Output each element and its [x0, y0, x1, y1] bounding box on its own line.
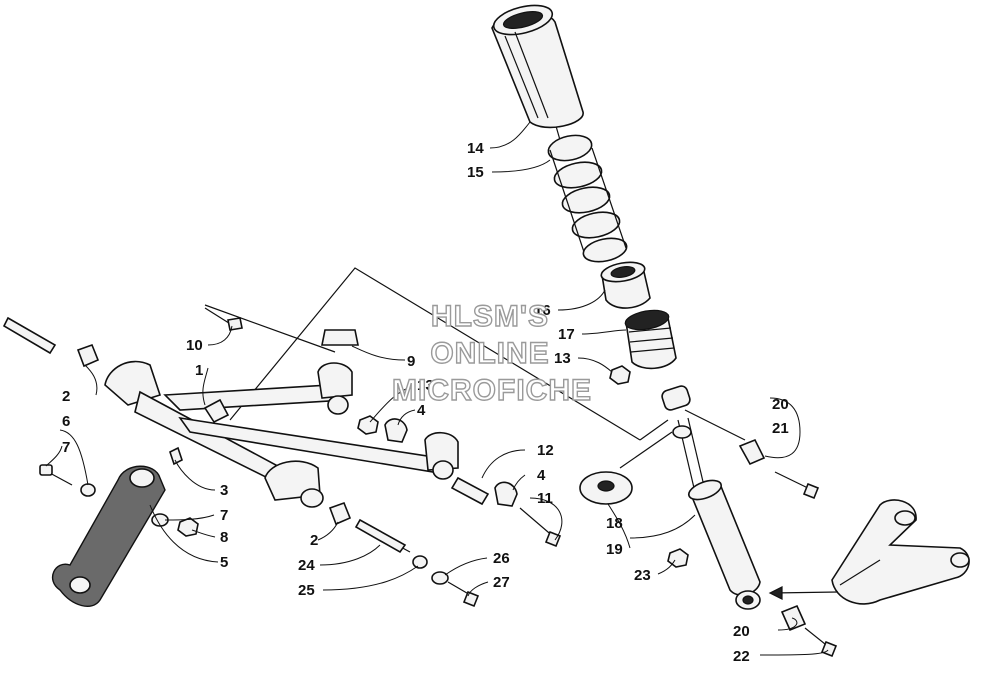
watermark-line-2: ONLINE — [430, 337, 549, 370]
leader-lines — [45, 121, 829, 656]
callout-25: 25 — [298, 582, 315, 599]
callout-6: 6 — [62, 413, 70, 430]
callout-3: 3 — [220, 482, 228, 499]
shock-cover-part — [491, 4, 584, 129]
link-arm-part — [51, 465, 166, 608]
callout-5: 5 — [220, 554, 228, 571]
adjuster-collar-part — [600, 261, 651, 309]
callout-10: 10 — [186, 337, 203, 354]
callout-11: 11 — [537, 490, 553, 507]
callout-14: 14 — [467, 140, 484, 157]
rod-parts — [2, 316, 490, 554]
callout-1: 1 — [195, 362, 203, 379]
callout-23: 23 — [634, 567, 651, 584]
spring-part — [547, 134, 628, 263]
watermark: HLSM'S ONLINE MICROFICHE — [391, 299, 592, 407]
bracket-arrow — [768, 586, 839, 600]
mounting-bracket-part — [831, 499, 970, 605]
callout-2-left: 2 — [62, 388, 70, 405]
callout-8: 8 — [220, 529, 228, 546]
left-hardware-parts — [39, 307, 562, 608]
watermark-line-3: MICROFICHE — [392, 374, 592, 407]
callout-labels: 14 15 16 17 13 18 19 23 20 21 20 22 1 10… — [62, 140, 789, 665]
callout-27: 27 — [493, 574, 510, 591]
callout-16: 16 — [534, 302, 551, 319]
callout-21: 21 — [772, 420, 789, 437]
callout-20-top: 20 — [772, 396, 789, 413]
callout-13-right: 13 — [554, 350, 571, 367]
callout-4-bottom: 4 — [537, 467, 546, 484]
callout-18: 18 — [606, 515, 623, 532]
callout-7-left: 7 — [62, 439, 70, 456]
callout-17: 17 — [558, 326, 575, 343]
bushing-parts — [76, 329, 518, 526]
callout-2-bottom: 2 — [310, 532, 318, 549]
callout-24: 24 — [298, 557, 315, 574]
callout-9: 9 — [407, 353, 415, 370]
callout-12: 12 — [537, 442, 554, 459]
callout-22: 22 — [733, 648, 750, 665]
callout-26: 26 — [493, 550, 510, 567]
callout-20-bottom: 20 — [733, 623, 750, 640]
bumper-part — [624, 309, 677, 370]
callout-13-left: 13 — [417, 377, 434, 394]
callout-15: 15 — [467, 164, 484, 181]
callout-4-top: 4 — [417, 402, 426, 419]
washer-part — [579, 471, 633, 505]
watermark-line-1: HLSM'S — [431, 300, 549, 333]
callout-7-right: 7 — [220, 507, 228, 524]
callout-19: 19 — [606, 541, 623, 558]
a-arm-part — [104, 360, 459, 508]
shock-absorber-part — [661, 385, 761, 610]
